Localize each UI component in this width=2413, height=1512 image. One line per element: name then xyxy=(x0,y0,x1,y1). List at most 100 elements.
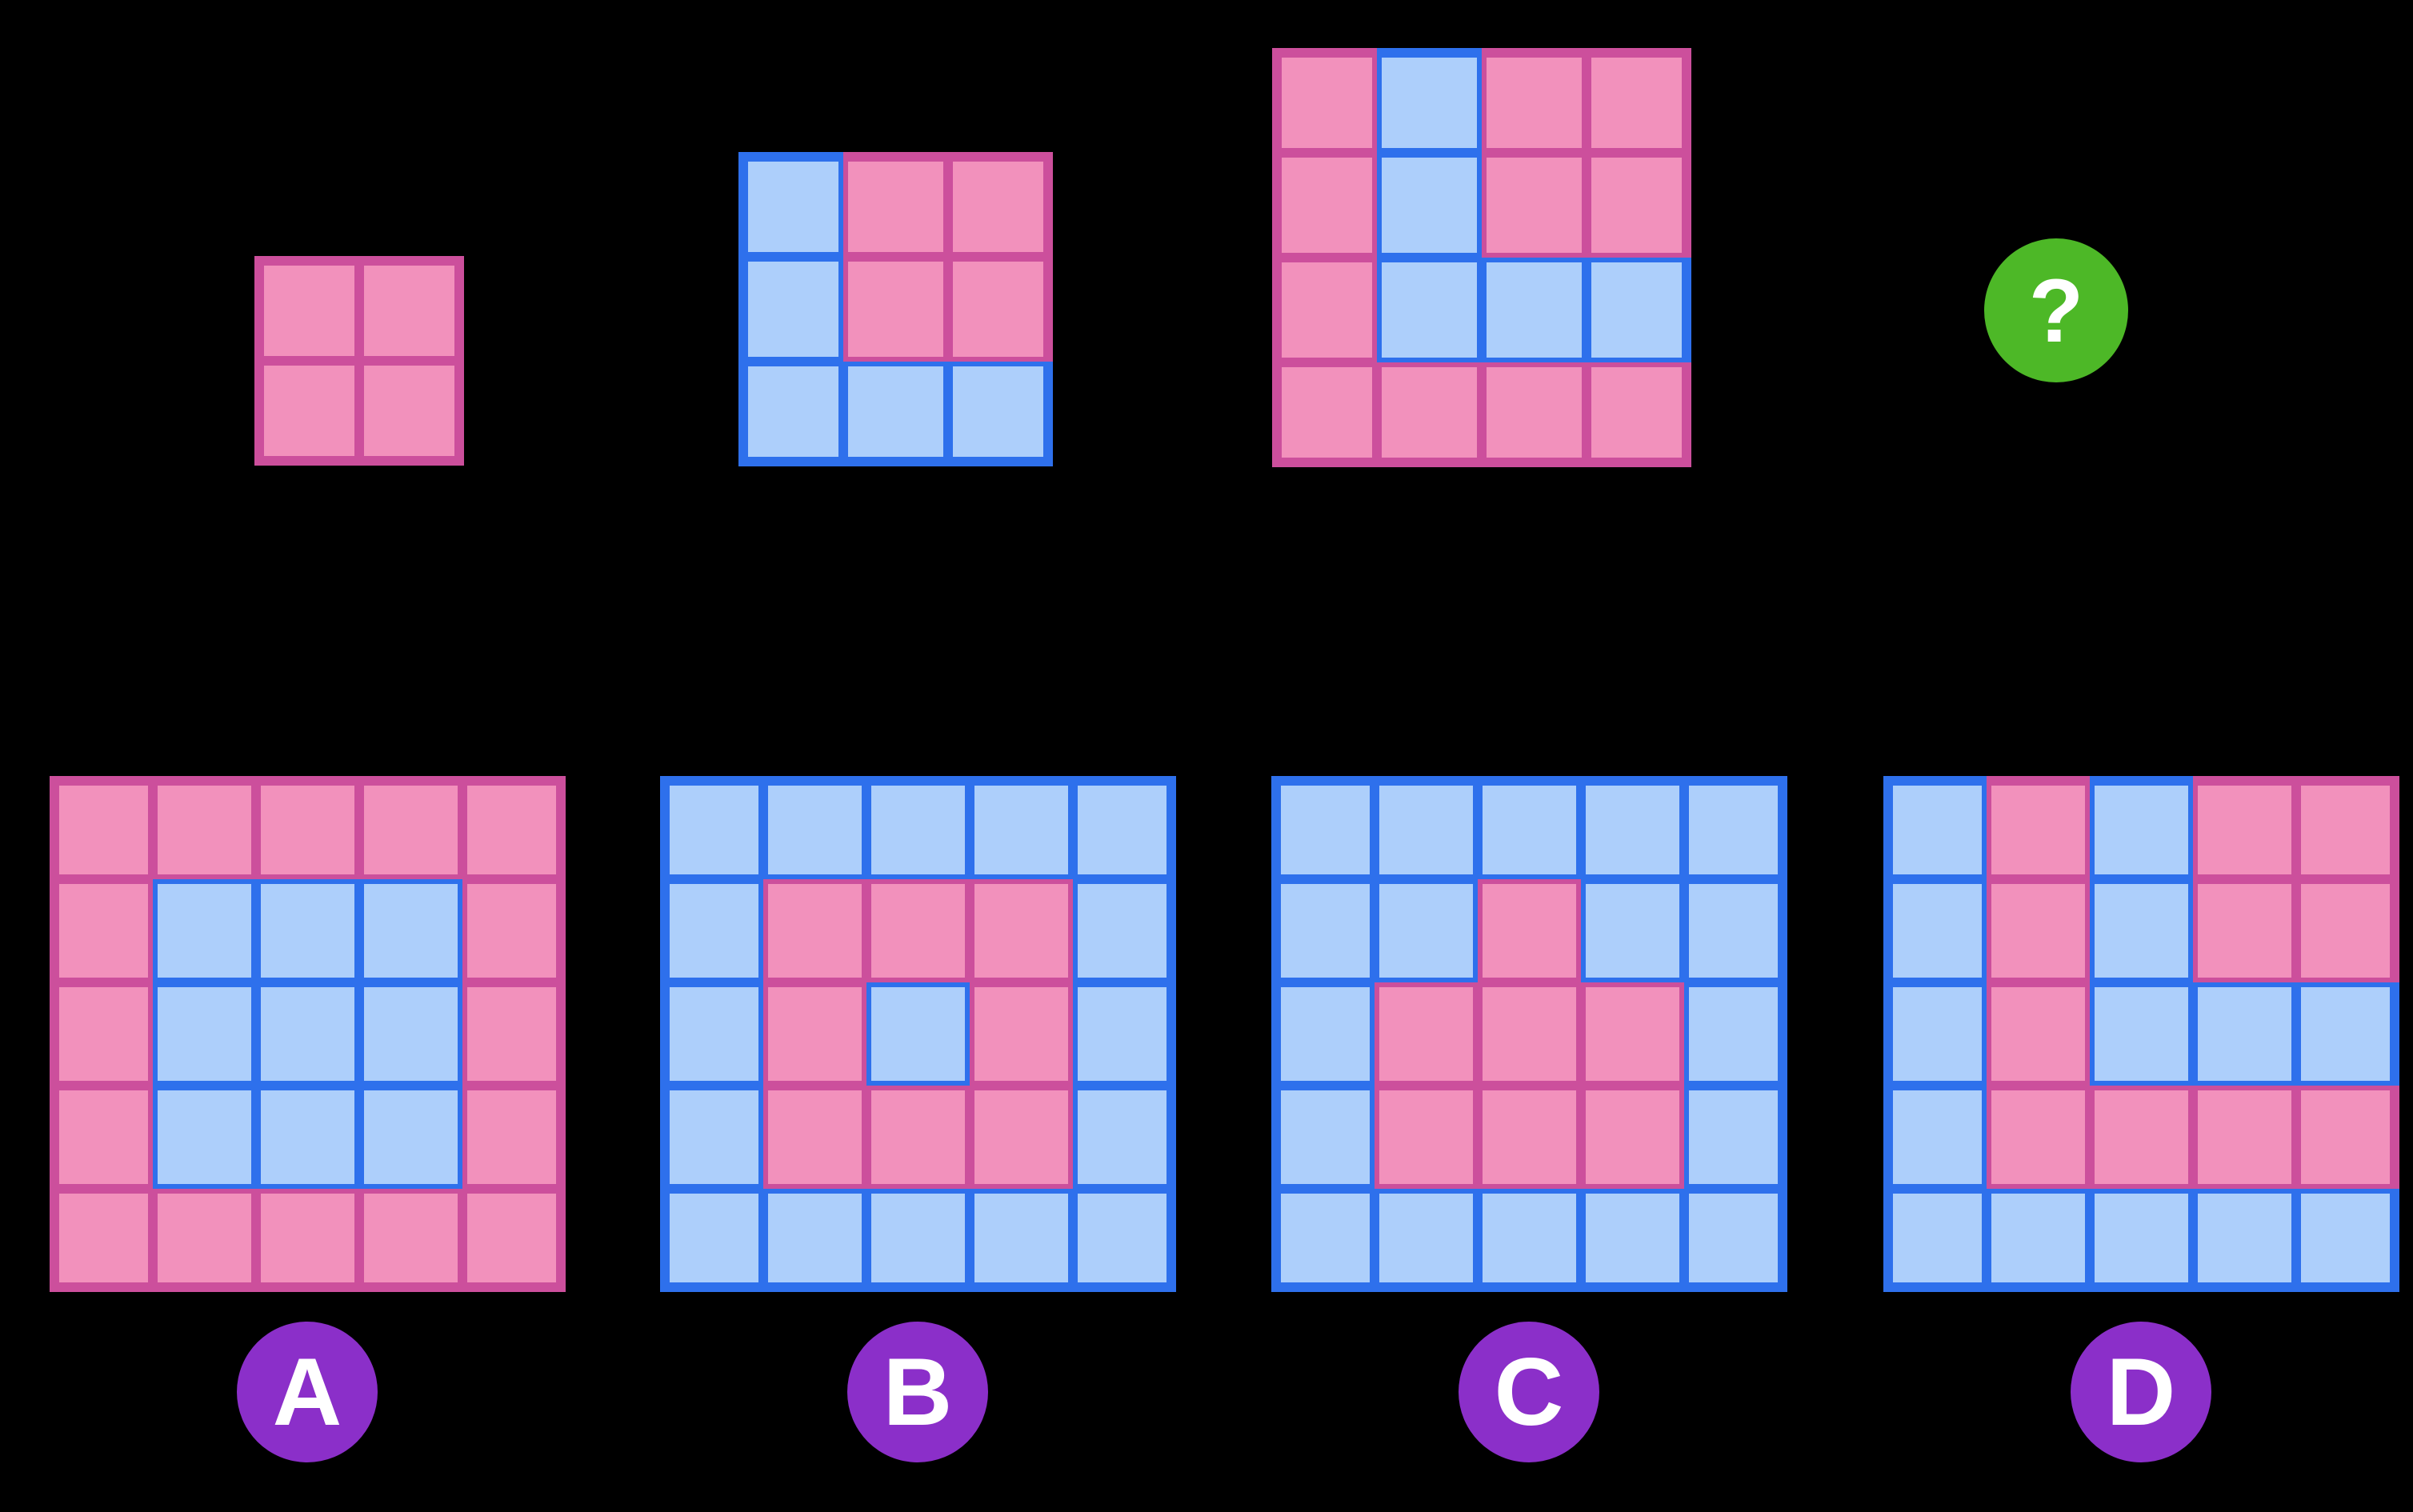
cell-r3c5-blue xyxy=(2296,982,2399,1086)
cell-r1c1-pink xyxy=(1272,48,1377,153)
sequence-grid-3x3 xyxy=(738,152,1053,466)
cell-r4c5-pink xyxy=(462,1086,566,1189)
cell-r5c1-blue xyxy=(1883,1189,1987,1292)
cell-r1c5-pink xyxy=(2296,776,2399,879)
option-grid-b[interactable] xyxy=(660,776,1176,1292)
cell-r5c5-blue xyxy=(2296,1189,2399,1292)
cell-r2c4-pink xyxy=(1587,153,1691,258)
cell-r3c3-pink xyxy=(1478,982,1581,1086)
cell-r4c5-blue xyxy=(1073,1086,1176,1189)
cell-r5c2-blue xyxy=(763,1189,866,1292)
cell-r1c2-pink xyxy=(153,776,256,879)
cell-r3c1-blue xyxy=(1271,982,1375,1086)
cell-r1c4-pink xyxy=(1587,48,1691,153)
cell-r1c4-pink xyxy=(359,776,462,879)
cell-r1c1-pink xyxy=(50,776,153,879)
cell-r2c1-pink xyxy=(254,361,359,466)
cell-r2c5-pink xyxy=(2296,879,2399,982)
cell-r3c1-pink xyxy=(50,982,153,1086)
cell-r4c5-blue xyxy=(1684,1086,1787,1189)
cell-r3c4-blue xyxy=(359,982,462,1086)
cell-r4c1-pink xyxy=(1272,362,1377,467)
cell-r3c2-blue xyxy=(1377,258,1482,362)
cell-r1c3-pink xyxy=(256,776,359,879)
cell-r3c5-blue xyxy=(1684,982,1787,1086)
cell-r2c3-blue xyxy=(256,879,359,982)
option-label-a[interactable]: A xyxy=(237,1322,378,1462)
cell-r1c2-pink xyxy=(1987,776,2090,879)
option-grid-c[interactable] xyxy=(1271,776,1787,1292)
cell-r1c1-blue xyxy=(1883,776,1987,879)
cell-r3c3-blue xyxy=(256,982,359,1086)
question-mark-badge: ? xyxy=(1984,238,2128,382)
cell-r1c4-pink xyxy=(2193,776,2296,879)
cell-r5c3-blue xyxy=(2090,1189,2193,1292)
cell-r4c3-pink xyxy=(1482,362,1587,467)
cell-r2c2-pink xyxy=(1987,879,2090,982)
cell-r3c1-blue xyxy=(660,982,763,1086)
cell-r4c1-blue xyxy=(660,1086,763,1189)
cell-r2c2-pink xyxy=(359,361,464,466)
option-label-d[interactable]: D xyxy=(2071,1322,2211,1462)
cell-r2c1-pink xyxy=(50,879,153,982)
cell-r4c3-blue xyxy=(256,1086,359,1189)
cell-r2c2-pink xyxy=(763,879,866,982)
cell-r2c3-pink xyxy=(1478,879,1581,982)
cell-r5c1-blue xyxy=(660,1189,763,1292)
cell-r1c1-pink xyxy=(254,256,359,361)
cell-r1c2-blue xyxy=(763,776,866,879)
cell-r4c3-pink xyxy=(2090,1086,2193,1189)
option-label-b[interactable]: B xyxy=(847,1322,988,1462)
cell-r4c2-pink xyxy=(763,1086,866,1189)
cell-r2c5-blue xyxy=(1684,879,1787,982)
cell-r5c3-blue xyxy=(1478,1189,1581,1292)
cell-r5c5-pink xyxy=(462,1189,566,1292)
cell-r4c4-pink xyxy=(2193,1086,2296,1189)
cell-r1c4-blue xyxy=(1581,776,1684,879)
cell-r1c2-pink xyxy=(843,152,948,257)
cell-r2c3-pink xyxy=(1482,153,1587,258)
option-label-c[interactable]: C xyxy=(1459,1322,1599,1462)
cell-r4c3-pink xyxy=(866,1086,970,1189)
cell-r2c1-blue xyxy=(1883,879,1987,982)
cell-r1c3-pink xyxy=(948,152,1053,257)
cell-r4c1-blue xyxy=(1271,1086,1375,1189)
cell-r4c4-pink xyxy=(1587,362,1691,467)
cell-r5c3-blue xyxy=(866,1189,970,1292)
cell-r1c3-blue xyxy=(866,776,970,879)
cell-r5c5-blue xyxy=(1684,1189,1787,1292)
option-grid-a[interactable] xyxy=(50,776,566,1292)
cell-r4c2-blue xyxy=(153,1086,256,1189)
cell-r3c2-blue xyxy=(153,982,256,1086)
cell-r1c3-pink xyxy=(1482,48,1587,153)
cell-r5c4-blue xyxy=(970,1189,1073,1292)
cell-r1c3-blue xyxy=(2090,776,2193,879)
cell-r2c2-blue xyxy=(153,879,256,982)
cell-r5c4-blue xyxy=(1581,1189,1684,1292)
cell-r3c3-blue xyxy=(948,362,1053,466)
sequence-grid-2x2 xyxy=(254,256,464,466)
cell-r4c1-blue xyxy=(1883,1086,1987,1189)
cell-r1c2-pink xyxy=(359,256,464,361)
cell-r2c5-blue xyxy=(1073,879,1176,982)
cell-r2c2-pink xyxy=(843,257,948,362)
option-label-b-text: B xyxy=(882,1338,953,1446)
cell-r3c2-pink xyxy=(1375,982,1478,1086)
cell-r2c2-blue xyxy=(1375,879,1478,982)
cell-r5c2-blue xyxy=(1375,1189,1478,1292)
cell-r4c2-pink xyxy=(1375,1086,1478,1189)
question-mark-text: ? xyxy=(2028,260,2084,361)
cell-r2c1-blue xyxy=(660,879,763,982)
cell-r5c4-blue xyxy=(2193,1189,2296,1292)
cell-r3c2-pink xyxy=(763,982,866,1086)
cell-r1c1-blue xyxy=(1271,776,1375,879)
cell-r1c2-blue xyxy=(1377,48,1482,153)
option-grid-d[interactable] xyxy=(1883,776,2399,1292)
cell-r2c5-pink xyxy=(462,879,566,982)
cell-r3c2-pink xyxy=(1987,982,2090,1086)
cell-r4c4-blue xyxy=(359,1086,462,1189)
cell-r3c4-blue xyxy=(2193,982,2296,1086)
cell-r2c4-blue xyxy=(1581,879,1684,982)
cell-r4c4-pink xyxy=(1581,1086,1684,1189)
